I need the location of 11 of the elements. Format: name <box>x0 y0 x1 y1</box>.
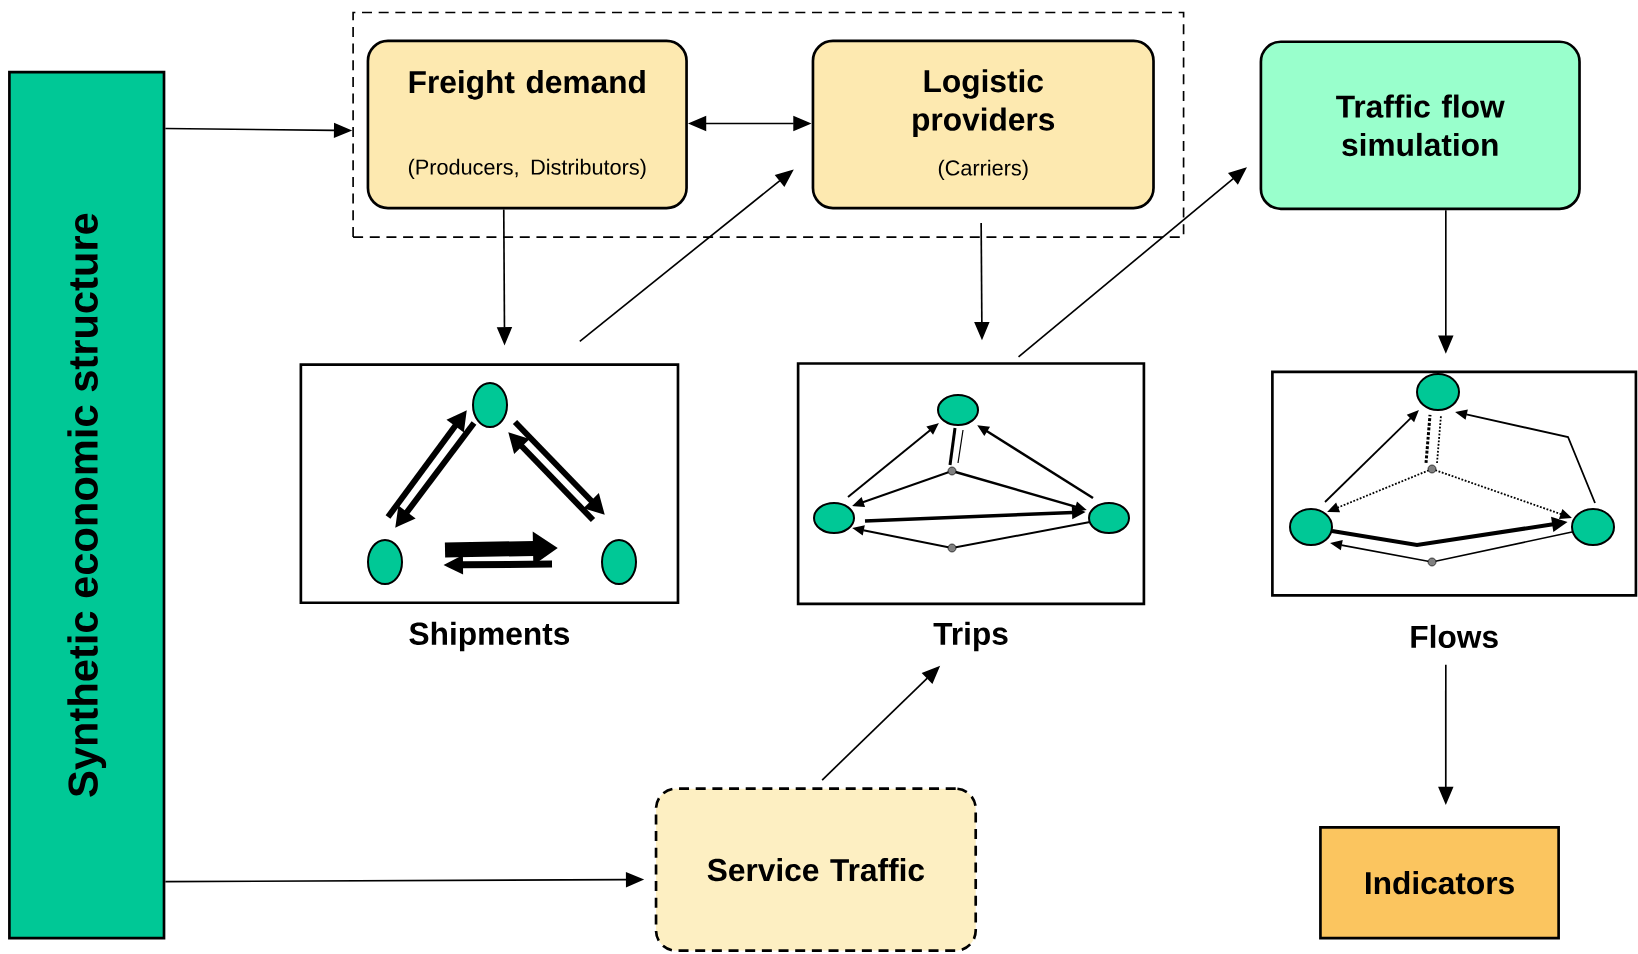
side-bar: Synthetic economic structure <box>8 70 166 940</box>
caption-label: Shipments <box>409 621 570 652</box>
caption-label: Trips <box>933 621 1008 652</box>
process-box: Freight demand (Producers, Distributors) <box>366 39 688 210</box>
process-box: Logistic providers (Carriers) <box>811 39 1155 210</box>
process-box: Traffic flow simulation <box>1259 40 1581 211</box>
dashed-group-box <box>352 11 1185 238</box>
caption-label: Flows <box>1411 624 1498 649</box>
process-box: Indicators <box>1319 826 1560 940</box>
process-box: Service Traffic <box>654 787 978 952</box>
arrow <box>1017 167 1247 358</box>
